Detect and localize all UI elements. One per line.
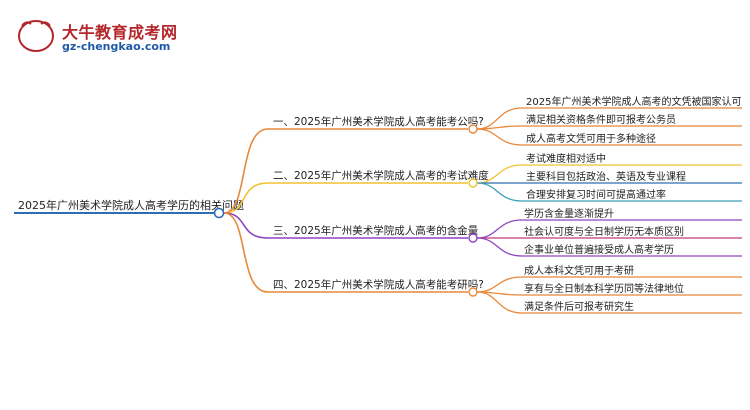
branch-label: 四、2025年广州美术学院成人高考能考研吗?: [273, 278, 484, 291]
child-connector: [476, 128, 523, 146]
child-connector: [476, 291, 523, 314]
site-logo: 大牛教育成考网 gz-chengkao.com: [16, 16, 177, 58]
branch-node-circle: [468, 287, 478, 297]
child-label: 合理安排复习时间可提高通过率: [526, 188, 666, 201]
branch-label: 一、2025年广州美术学院成人高考能考公吗?: [273, 115, 484, 128]
child-label: 学历含金量逐渐提升: [524, 207, 614, 220]
child-label: 成人本科文凭可用于考研: [524, 264, 634, 277]
brand-url: gz-chengkao.com: [62, 40, 171, 53]
branch-node-circle: [468, 178, 478, 188]
branch-connector: [223, 212, 269, 293]
child-label: 企事业单位普遍接受成人高考学历: [524, 243, 674, 256]
bull-logo-icon: [18, 20, 54, 52]
child-label: 享有与全日制本科学历同等法律地位: [524, 282, 684, 295]
child-label: 满足条件后可报考研究生: [524, 300, 634, 313]
branch-node-circle: [468, 233, 478, 243]
root-node-circle: [213, 207, 225, 219]
child-label: 满足相关资格条件即可报考公务员: [526, 113, 676, 126]
child-label: 2025年广州美术学院成人高考的文凭被国家认可: [526, 95, 741, 108]
child-label: 成人高考文凭可用于多种途径: [526, 132, 656, 145]
branch-node-circle: [468, 124, 478, 134]
child-connector: [476, 219, 523, 239]
branch-connector: [223, 128, 269, 214]
branch-connector: [223, 182, 269, 214]
branch-connector: [223, 212, 269, 239]
child-label: 考试难度相对适中: [526, 152, 606, 165]
child-label: 社会认可度与全日制学历无本质区别: [524, 225, 684, 238]
child-connector: [476, 182, 523, 202]
brand-name: 大牛教育成考网: [62, 23, 178, 42]
branch-label: 二、2025年广州美术学院成人高考的考试难度: [273, 169, 489, 182]
branch-label: 三、2025年广州美术学院成人高考的含金量: [273, 224, 479, 237]
child-label: 主要科目包括政治、英语及专业课程: [526, 170, 686, 183]
child-connector: [476, 237, 523, 257]
root-topic-label: 2025年广州美术学院成人高考学历的相关问题: [18, 198, 244, 212]
